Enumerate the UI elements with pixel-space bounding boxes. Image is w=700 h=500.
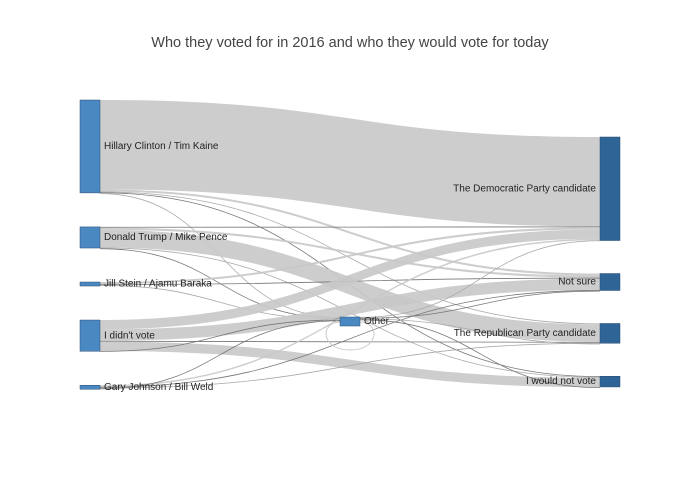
node-label-idv: I didn't vote [104,330,155,341]
sankey-link [359,290,601,319]
sankey-link [99,191,601,325]
chart-title: Who they voted for in 2016 and who they … [151,35,549,51]
node-label-dt: Donald Trump / Mike Pence [104,232,228,243]
sankey-node-dem[interactable] [599,136,621,241]
links-layer [99,100,601,390]
sankey-link [99,342,601,389]
sankey-link [100,227,600,278]
node-label-gj: Gary Johnson / Bill Weld [104,382,213,393]
sankey-node-gj[interactable] [79,384,101,390]
sankey-link [99,289,601,388]
node-label-oth: Other [364,316,390,327]
node-label-dem: The Democratic Party candidate [453,183,596,194]
sankey-node-dt[interactable] [79,226,101,249]
sankey-link [99,340,601,343]
sankey-link [100,229,600,330]
sankey-link [100,278,600,341]
sankey-link [99,319,341,352]
sankey-link [99,320,341,390]
sankey-node-oth[interactable] [339,316,361,327]
node-label-hrc: Hillary Clinton / Tim Kaine [104,141,219,152]
node-label-ns: Not sure [558,277,596,288]
node-label-inv: I would not vote [526,376,596,387]
sankey-node-js[interactable] [79,281,101,287]
node-label-js: Jill Stein / Ajamu Baraka [104,279,212,290]
sankey-link [100,238,600,387]
sankey-node-inv[interactable] [599,375,621,388]
sankey-node-rep[interactable] [599,323,621,344]
sankey-link [100,229,600,342]
sankey-link [100,227,600,285]
sankey-link [100,341,600,388]
sankey-link [359,318,601,345]
nodes-layer [79,99,621,390]
sankey-link [359,240,601,318]
sankey-link [100,100,600,227]
node-label-rep: The Republican Party candidate [454,328,597,339]
sankey-node-idv[interactable] [79,319,101,352]
sankey-node-ns[interactable] [599,273,621,291]
sankey-link [325,321,375,351]
sankey-node-hrc[interactable] [79,99,101,194]
sankey-link [359,319,601,389]
sankey-link [100,189,600,276]
